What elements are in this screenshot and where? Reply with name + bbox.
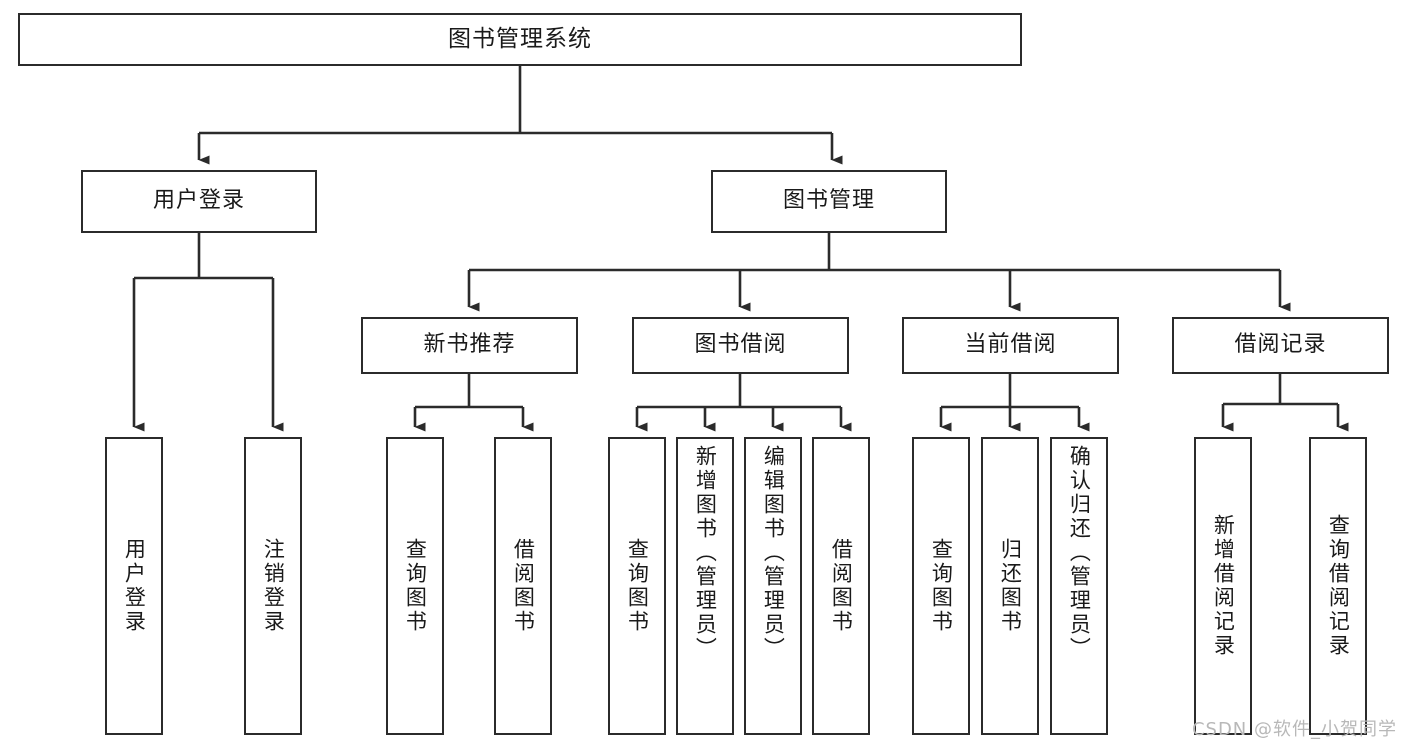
node-label: 查询图书: [929, 538, 954, 634]
leaf-borrow-record-add[interactable]: 新增借阅记录: [1194, 437, 1252, 735]
node-label: 新增借阅记录: [1211, 514, 1236, 658]
node-label: 图书借阅: [694, 332, 787, 358]
leaf-new-book-borrow[interactable]: 借阅图书: [494, 437, 552, 735]
leaf-borrow-record-query[interactable]: 查询借阅记录: [1309, 437, 1367, 735]
leaf-book-borrow-edit[interactable]: 编辑图书（管理员）: [744, 437, 802, 735]
leaf-current-borrow-confirm-return[interactable]: 确认归还（管理员）: [1050, 437, 1108, 735]
leaf-book-borrow-borrow[interactable]: 借阅图书: [812, 437, 870, 735]
leaf-book-borrow-add[interactable]: 新增图书（管理员）: [676, 437, 734, 735]
node-root-system[interactable]: 图书管理系统: [18, 13, 1022, 66]
node-label: 新书推荐: [423, 332, 516, 358]
leaf-user-login-logout[interactable]: 注销登录: [244, 437, 302, 735]
node-label: 借阅图书: [511, 538, 536, 634]
node-label: 图书管理系统: [448, 25, 592, 52]
node-label: 借阅记录: [1234, 332, 1327, 358]
node-label: 查询图书: [403, 538, 428, 634]
node-book-management[interactable]: 图书管理: [711, 170, 947, 233]
leaf-user-login-login[interactable]: 用户登录: [105, 437, 163, 735]
node-label: 用户登录: [122, 538, 147, 634]
node-book-borrow[interactable]: 图书借阅: [632, 317, 849, 374]
node-label: 图书管理: [782, 188, 875, 214]
node-label: 编辑图书（管理员）: [761, 445, 786, 661]
node-current-borrow[interactable]: 当前借阅: [902, 317, 1119, 374]
node-label: 注销登录: [261, 538, 286, 634]
leaf-book-borrow-query[interactable]: 查询图书: [608, 437, 666, 735]
node-label: 确认归还（管理员）: [1067, 445, 1092, 661]
node-user-login[interactable]: 用户登录: [81, 170, 317, 233]
node-label: 新增图书（管理员）: [693, 445, 718, 661]
leaf-current-borrow-return[interactable]: 归还图书: [981, 437, 1039, 735]
node-new-book-recommend[interactable]: 新书推荐: [361, 317, 578, 374]
node-label: 借阅图书: [829, 538, 854, 634]
leaf-new-book-query[interactable]: 查询图书: [386, 437, 444, 735]
node-label: 用户登录: [152, 188, 245, 214]
node-borrow-record[interactable]: 借阅记录: [1172, 317, 1389, 374]
node-label: 归还图书: [998, 538, 1023, 634]
node-label: 查询图书: [625, 538, 650, 634]
node-label: 查询借阅记录: [1326, 514, 1351, 658]
node-label: 当前借阅: [964, 332, 1057, 358]
leaf-current-borrow-query[interactable]: 查询图书: [912, 437, 970, 735]
